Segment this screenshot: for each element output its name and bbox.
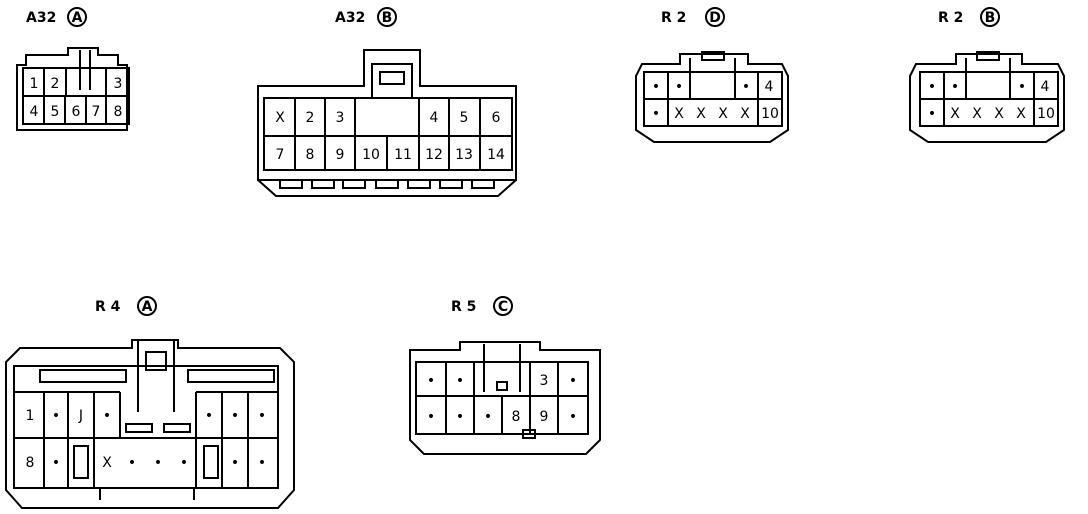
pin-label: 7 [92,104,101,120]
pin-label: • [742,79,750,95]
pin-label: 9 [336,147,345,163]
pin-label: X [972,106,982,122]
pin-label: • [652,106,660,122]
pin-label: 7 [276,147,285,163]
connector-r4a-code: R 4 [95,299,121,315]
pin-label: 14 [487,147,505,163]
pin-label: 4 [430,110,439,126]
connector-r4a-suffix: A [142,299,153,315]
pin-label: 4 [765,79,774,95]
pin-label: X [674,106,684,122]
pin-label: • [928,106,936,122]
connector-r2b-code: R 2 [938,10,963,26]
connector-r2d: R 2 D • • • 4 • X X X X 10 [635,7,789,143]
pin-label: • [258,455,266,471]
pin-label: • [128,455,136,471]
pin-label: 1 [30,76,39,92]
pin-label: • [484,409,492,425]
pin-label: 9 [540,409,549,425]
pin-label: 12 [425,147,443,163]
pin-label: 4 [1041,79,1050,95]
pin-label: X [740,106,750,122]
pin-label: 10 [761,106,779,122]
pin-label: • [569,373,577,389]
connector-r2b-suffix: B [985,10,996,26]
pin-label: • [52,408,60,424]
pin-label: 3 [114,76,123,92]
pin-label: 2 [306,110,315,126]
pin-label: • [675,79,683,95]
pin-label: X [275,110,285,126]
connector-r2b: R 2 B • • • 4 • X X X X 10 [909,7,1065,143]
pin-label: X [950,106,960,122]
connector-r2d-suffix: D [709,10,721,26]
pin-label: • [258,408,266,424]
pin-label: 4 [30,104,39,120]
pin-label: 10 [362,147,380,163]
pin-label: • [456,409,464,425]
pin-label: 5 [460,110,469,126]
pin-label: X [994,106,1004,122]
pin-label: • [231,455,239,471]
connector-a32b-code: A32 [335,10,365,26]
pin-label: 5 [51,104,60,120]
pin-label: J [78,408,83,424]
pin-label: • [180,455,188,471]
pin-label: 3 [336,110,345,126]
pin-label: • [427,409,435,425]
pin-label: 3 [540,373,549,389]
pin-label: 8 [26,455,35,471]
pin-label: 8 [306,147,315,163]
pin-label: 13 [455,147,473,163]
pin-label: • [154,455,162,471]
connector-r4a: R 4 A 1 • J • • • • 8 • X • • • [5,296,295,509]
connector-r2d-code: R 2 [661,10,686,26]
pin-label: • [427,373,435,389]
pin-label: • [456,373,464,389]
connector-a32a-suffix: A [72,10,83,26]
pin-label: • [652,79,660,95]
pin-label: • [569,409,577,425]
connector-r5c-suffix: C [498,299,508,315]
pin-label: • [951,79,959,95]
connector-a32a-code: A32 [26,10,56,26]
pin-label: 8 [114,104,123,120]
connector-r5c: R 5 C • • 3 • • • • 8 9 • [409,296,601,455]
pin-label: X [1016,106,1026,122]
pin-label: 6 [492,110,501,126]
connector-a32b-suffix: B [382,10,393,26]
pin-label: 6 [72,104,81,120]
connector-a32a: A32 A 1 2 3 4 5 6 7 8 [16,7,130,131]
pin-label: • [103,408,111,424]
pin-label: X [102,455,112,471]
connector-a32b: A32 B X 2 3 4 5 6 7 8 9 10 11 12 [257,7,517,197]
pin-label: X [718,106,728,122]
pin-label: • [928,79,936,95]
pin-label: 10 [1037,106,1055,122]
pin-label: • [52,455,60,471]
pin-label: 8 [512,409,521,425]
pin-label: • [1018,79,1026,95]
pin-label: • [231,408,239,424]
pin-label: 2 [51,76,60,92]
pin-label: X [696,106,706,122]
pin-label: 1 [26,408,35,424]
connector-r5c-code: R 5 [451,299,476,315]
pin-label: • [205,408,213,424]
pin-label: 11 [394,147,412,163]
